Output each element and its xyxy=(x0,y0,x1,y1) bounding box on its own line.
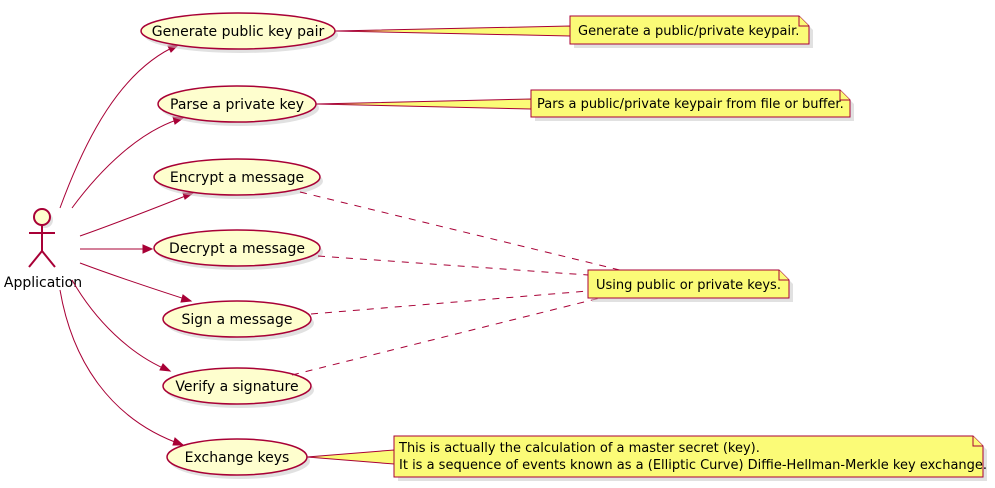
use-case-label: Generate public key pair xyxy=(152,24,325,40)
note-exchange: This is actually the calculation of a ma… xyxy=(393,435,987,481)
use-case-encrypt: Encrypt a message xyxy=(153,158,323,199)
note-link-parse xyxy=(315,98,532,110)
edge-parse xyxy=(71,117,184,209)
note-link-exchange xyxy=(306,449,395,465)
use-case-label: Encrypt a message xyxy=(170,170,304,186)
note-parse: Pars a public/private keypair from file … xyxy=(530,89,854,121)
note-links xyxy=(291,25,629,465)
actor-label: Application xyxy=(4,275,82,291)
dashed-link-verify xyxy=(291,297,601,376)
dashed-link-sign xyxy=(310,290,589,315)
use-case-label: Decrypt a message xyxy=(169,241,305,257)
note-keys: Using public or private keys. xyxy=(587,269,793,302)
note-text: Using public or private keys. xyxy=(596,278,781,293)
note-generate: Generate a public/private keypair. xyxy=(569,15,813,48)
actor-icon xyxy=(28,208,56,268)
arrowhead-exchange xyxy=(172,437,185,446)
edge-generate xyxy=(59,44,179,209)
edge-verify xyxy=(71,279,171,372)
note-text: Generate a public/private keypair. xyxy=(578,24,799,39)
arrowhead-sign xyxy=(180,294,193,303)
use-case-sign: Sign a message xyxy=(162,300,314,341)
use-case-decrypt: Decrypt a message xyxy=(153,229,323,270)
note-text-line-1: This is actually the calculation of a ma… xyxy=(398,441,760,456)
use-case-label: Exchange keys xyxy=(185,450,290,466)
use-case-parse: Parse a private key xyxy=(157,85,319,126)
edge-exchange xyxy=(59,289,184,446)
arrowhead-decrypt xyxy=(142,244,154,254)
dashed-link-decrypt xyxy=(317,255,589,276)
actor-application: Application xyxy=(4,208,82,291)
note-link-generate xyxy=(334,25,571,37)
dashed-link-encrypt xyxy=(299,191,629,273)
use-case-label: Parse a private key xyxy=(170,97,304,113)
use-case-verify: Verify a signature xyxy=(162,367,314,408)
use-case-generate: Generate public key pair xyxy=(140,12,338,53)
edge-encrypt xyxy=(79,192,194,237)
use-case-label: Verify a signature xyxy=(175,379,298,395)
use-case-label: Sign a message xyxy=(182,312,293,328)
edge-sign xyxy=(79,262,192,302)
note-text: Pars a public/private keypair from file … xyxy=(537,97,844,112)
use-case-exchange: Exchange keys xyxy=(166,438,310,479)
arrowhead-verify xyxy=(159,363,172,372)
note-text-line-2: It is a sequence of events known as a (E… xyxy=(399,458,987,473)
